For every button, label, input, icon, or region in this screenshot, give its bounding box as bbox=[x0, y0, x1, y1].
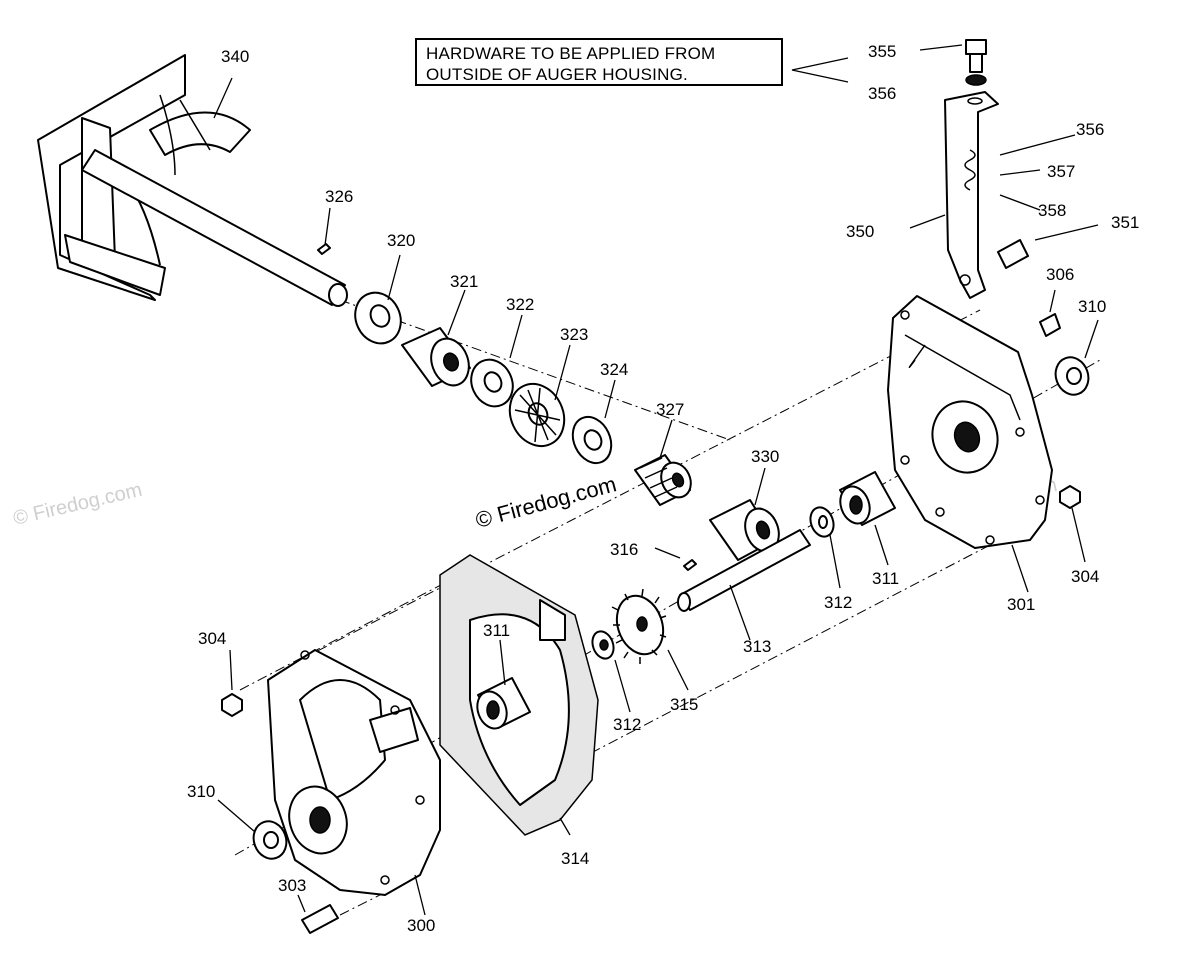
hardware-note-line2: OUTSIDE OF AUGER HOUSING. bbox=[426, 65, 688, 84]
washer-324 bbox=[571, 415, 613, 465]
label-313: 313 bbox=[743, 637, 771, 656]
label-330: 330 bbox=[751, 447, 779, 466]
label-326: 326 bbox=[325, 187, 353, 206]
label-300: 300 bbox=[407, 916, 435, 935]
bushing-330 bbox=[709, 499, 780, 561]
label-357: 357 bbox=[1047, 162, 1075, 181]
watermark-left: © Firedog.com bbox=[11, 479, 144, 530]
shaft-313 bbox=[677, 529, 811, 612]
label-311-left: 311 bbox=[483, 621, 510, 640]
label-304-left: 304 bbox=[198, 629, 226, 648]
washer-312-right bbox=[809, 506, 835, 538]
label-311-right: 311 bbox=[872, 569, 899, 588]
bolt-355 bbox=[965, 39, 987, 73]
label-310-right: 310 bbox=[1078, 297, 1106, 316]
bushing-311-right bbox=[839, 471, 896, 526]
thrust-bearing-323 bbox=[508, 382, 566, 448]
washer-322 bbox=[470, 358, 514, 408]
washer-320 bbox=[354, 291, 402, 345]
nut-304-left bbox=[221, 693, 243, 717]
label-351: 351 bbox=[1111, 213, 1139, 232]
label-355: 355 bbox=[868, 42, 896, 61]
label-315: 315 bbox=[670, 695, 698, 714]
bearing-310-right bbox=[1054, 356, 1090, 396]
label-356-bracket: 356 bbox=[1076, 120, 1104, 139]
label-306: 306 bbox=[1046, 265, 1074, 284]
label-301: 301 bbox=[1007, 595, 1035, 614]
washer-356 bbox=[965, 74, 987, 86]
label-350: 350 bbox=[846, 222, 874, 241]
bracket-350 bbox=[944, 91, 999, 299]
screw-303 bbox=[301, 904, 339, 934]
label-312-right: 312 bbox=[824, 593, 852, 612]
label-324: 324 bbox=[600, 360, 628, 379]
gear-315 bbox=[611, 588, 667, 664]
note-leader bbox=[791, 57, 849, 83]
leader-lines bbox=[213, 44, 1099, 916]
bolt-351 bbox=[997, 239, 1029, 269]
label-316: 316 bbox=[610, 540, 638, 559]
key-316 bbox=[683, 559, 697, 571]
housing-301 bbox=[887, 295, 1053, 549]
setscrew-306 bbox=[1039, 313, 1061, 337]
worm-gear-327 bbox=[634, 454, 692, 506]
label-340: 340 bbox=[221, 47, 249, 66]
label-327: 327 bbox=[656, 400, 684, 419]
label-310-left: 310 bbox=[187, 782, 215, 801]
bushing-311-left bbox=[476, 677, 531, 730]
bearing-321 bbox=[401, 327, 471, 387]
label-323: 323 bbox=[560, 325, 588, 344]
hardware-note-line1: HARDWARE TO BE APPLIED FROM bbox=[426, 44, 716, 63]
nut-304-right bbox=[1059, 485, 1081, 509]
label-304-right: 304 bbox=[1071, 567, 1099, 586]
label-320: 320 bbox=[387, 231, 415, 250]
label-303: 303 bbox=[278, 876, 306, 895]
hardware-note-box: HARDWARE TO BE APPLIED FROM OUTSIDE OF A… bbox=[415, 38, 783, 86]
auger-assembly bbox=[37, 54, 348, 307]
bearing-310-left bbox=[252, 820, 288, 860]
label-321: 321 bbox=[450, 272, 478, 291]
label-358: 358 bbox=[1038, 201, 1066, 220]
label-322: 322 bbox=[506, 295, 534, 314]
watermark-center: © Firedog.com bbox=[473, 471, 619, 533]
housing-300 bbox=[267, 649, 441, 896]
label-314: 314 bbox=[561, 849, 589, 868]
washer-312-left bbox=[591, 630, 615, 660]
key-326 bbox=[317, 243, 331, 255]
label-312-left: 312 bbox=[613, 715, 641, 734]
label-356-top: 356 bbox=[868, 84, 896, 103]
